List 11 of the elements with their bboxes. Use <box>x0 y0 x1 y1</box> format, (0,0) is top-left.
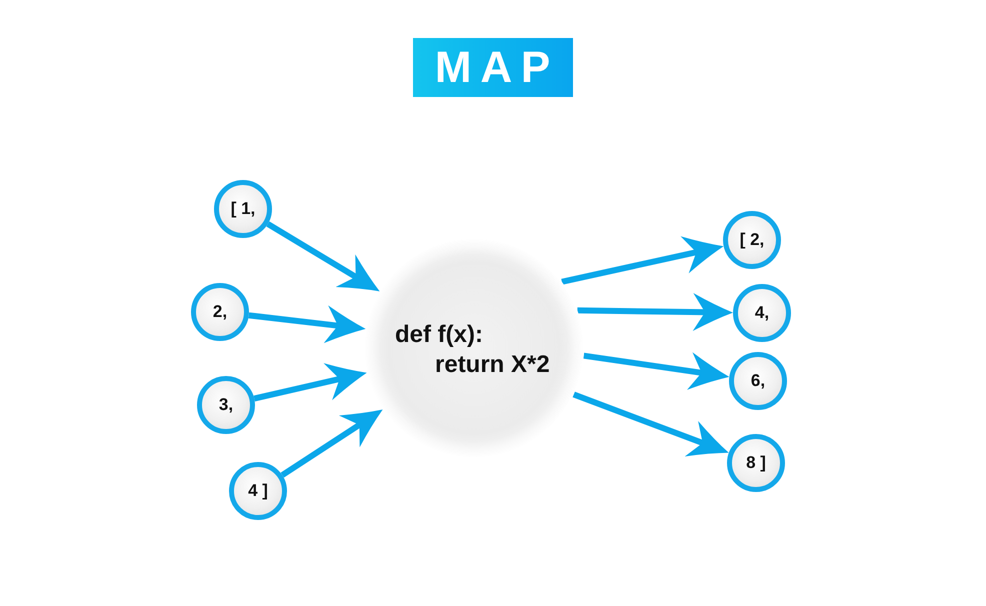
value-label: 2, <box>212 302 228 322</box>
value-label: [ 1, <box>230 199 256 219</box>
value-label: 3, <box>218 395 234 415</box>
value-label: 6, <box>750 371 766 391</box>
value-label: [ 2, <box>740 230 764 250</box>
value-label: 4, <box>754 303 770 323</box>
code-line: def f(x): <box>395 320 484 350</box>
value-label: 8 ] <box>746 453 766 473</box>
code-line: return X*2 <box>434 350 550 380</box>
title-banner: MAP <box>413 38 573 97</box>
value-label: 4 ] <box>248 481 268 501</box>
